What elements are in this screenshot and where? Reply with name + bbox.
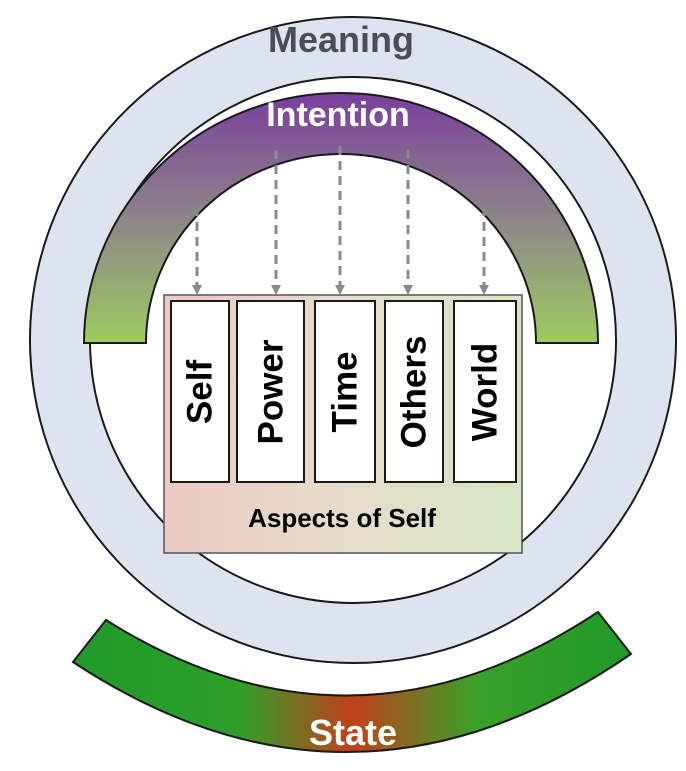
aspect-label-others: Others (395, 336, 434, 449)
meaning-label: Meaning (268, 19, 414, 60)
aspect-card-others (384, 300, 444, 483)
aspect-label-self: Self (181, 360, 220, 425)
aspect-label-time: Time (326, 351, 365, 432)
aspect-columns: Self Power Time Others World (170, 300, 517, 483)
aspect-card-power (236, 300, 305, 483)
intention-arc (82, 92, 600, 344)
aspect-card-time (314, 300, 376, 483)
aspect-label-power: Power (252, 339, 291, 444)
aspect-card-world (453, 300, 517, 483)
aspect-card-self (170, 300, 230, 483)
state-label: State (309, 712, 397, 753)
state-arc (71, 610, 633, 753)
intention-label: Intention (266, 96, 410, 134)
intention-arrows (192, 146, 489, 295)
aspect-label-world: World (466, 343, 505, 442)
aspects-caption: Aspects of Self (248, 503, 436, 533)
